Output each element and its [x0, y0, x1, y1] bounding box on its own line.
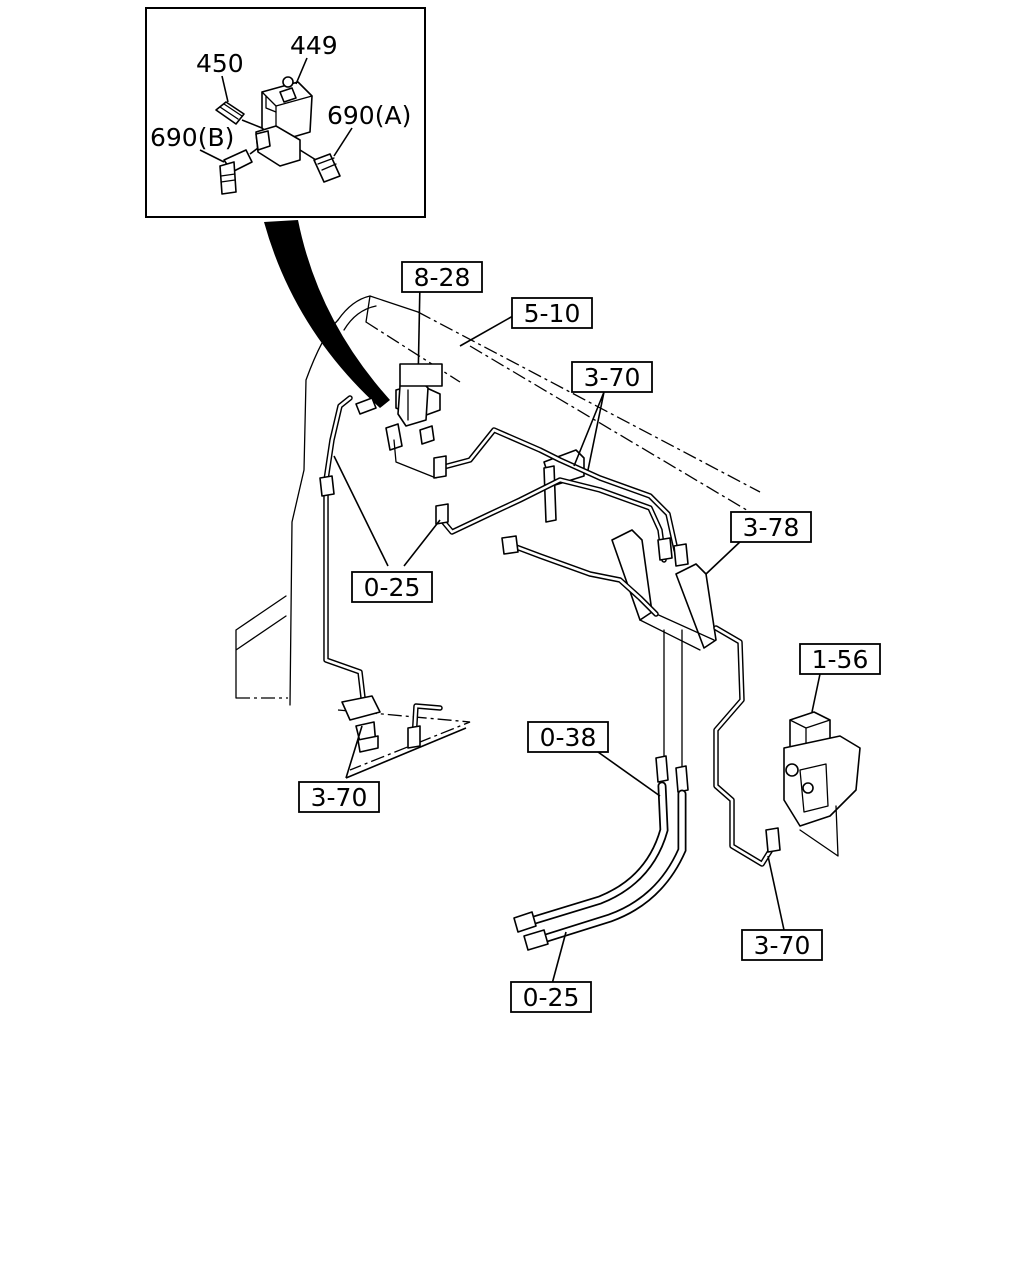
inset-detail: 449 450 690(A) 690(B) — [145, 7, 426, 218]
detail-pointer-arrow — [264, 220, 390, 408]
callout-0-25-bottom-text: 0-25 — [523, 983, 580, 1012]
callout-0-25-left-text: 0-25 — [364, 573, 421, 602]
fitting-450-drawing — [215, 101, 263, 129]
callout-leaders — [333, 311, 785, 985]
callout-1-56: 1-56 — [799, 643, 881, 675]
label-449: 449 — [290, 31, 338, 60]
callout-8-28-text: 8-28 — [414, 263, 471, 292]
pipe-lines — [323, 395, 775, 867]
callout-0-25-left: 0-25 — [351, 571, 433, 603]
callout-0-25-bottom: 0-25 — [510, 981, 592, 1013]
callout-3-70-left: 3-70 — [298, 781, 380, 813]
solenoid-unit — [783, 673, 861, 857]
fitting-690a-drawing — [299, 149, 341, 183]
callout-3-78-text: 3-78 — [743, 513, 800, 542]
callout-3-70-right-text: 3-70 — [754, 931, 811, 960]
callout-3-70-right: 3-70 — [741, 929, 823, 961]
callout-3-78: 3-78 — [730, 511, 812, 543]
callout-1-56-text: 1-56 — [812, 645, 869, 674]
valve-assembly — [355, 281, 443, 451]
callout-0-38-text: 0-38 — [540, 723, 597, 752]
label-690b: 690(B) — [150, 123, 234, 152]
hoses — [513, 781, 687, 951]
main-assembly — [235, 281, 861, 951]
line-fittings — [319, 455, 781, 853]
callout-0-38: 0-38 — [527, 721, 609, 753]
callout-5-10: 5-10 — [511, 297, 593, 329]
valve-body-drawing — [255, 76, 313, 167]
callout-5-10-text: 5-10 — [524, 299, 581, 328]
callout-3-70-top-text: 3-70 — [584, 363, 641, 392]
callout-3-70-top: 3-70 — [571, 361, 653, 393]
label-690a: 690(A) — [327, 101, 411, 130]
fitting-690b-drawing — [219, 147, 259, 195]
callout-3-70-left-text: 3-70 — [311, 783, 368, 812]
callout-8-28: 8-28 — [401, 261, 483, 293]
label-450: 450 — [196, 49, 244, 78]
